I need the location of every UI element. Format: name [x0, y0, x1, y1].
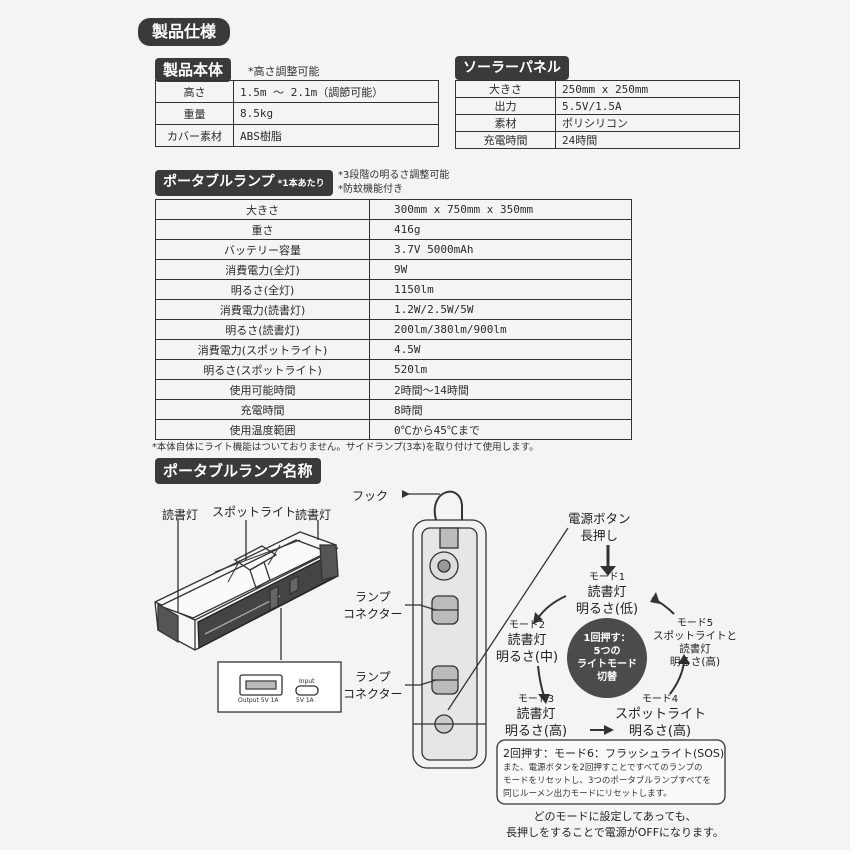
mode-box-text: また、電源ボタンを2回押すことですべてのランプの モードをリセットし、3つのポー… [503, 763, 712, 799]
label-spotlight: スポットライト [212, 505, 297, 519]
tall-lamp-drawing [412, 490, 487, 769]
portable-lamp-footnote: *本体自体にライト機能はついておりません。サイドランプ(3本)を取り付けて使用し… [152, 442, 539, 453]
table-row: 素材ポリシリコン [455, 114, 740, 132]
portable-lamp-title: ポータブルランプ*1本あたり [155, 170, 333, 196]
table-row: 消費電力(スポットライト)4.5W [155, 339, 632, 360]
mode-box-title: 2回押す：モード6：フラッシュライト(SOS) [503, 747, 725, 760]
label-port-input-top: Input [299, 678, 315, 685]
section-title: 製品仕様 [138, 18, 231, 46]
table-row: 明るさ(スポットライト)520lm [155, 359, 632, 380]
label-reading-left: 読書灯 [162, 508, 199, 522]
table-row: 消費電力(読書灯)1.2W/2.5W/5W [155, 299, 632, 320]
mode-center-circle [567, 618, 647, 698]
label-connector-1: ランプ コネクター [343, 590, 403, 621]
portable-lamp-note-1: *3段階の明るさ調整可能 [338, 170, 450, 181]
bottom-line-2: 長押しをすることで電源がOFFになります。 [506, 826, 724, 839]
bottom-line-1: どのモードに設定してあっても、 [533, 810, 697, 823]
label-reading-right: 読書灯 [295, 508, 332, 522]
label-hook: フック [352, 489, 389, 503]
label-port-output: Output 5V 1A [238, 697, 279, 704]
names-section-title: ポータブルランプ名称 [155, 458, 321, 484]
table-row: 消費電力(全灯)9W [155, 259, 632, 280]
table-row: 明るさ(全灯)1150lm [155, 279, 632, 300]
label-connector-2: ランプ コネクター [343, 670, 403, 701]
solar-panel-title: ソーラーパネル [455, 56, 569, 80]
label-power-button: 電源ボタン 長押し [568, 511, 631, 543]
lamp-body-drawing [154, 531, 339, 651]
portable-lamp-note-2: *防蚊機能付き [338, 184, 403, 195]
body-unit-title: 製品本体 [155, 58, 232, 82]
body-unit-note: *高さ調整可能 [248, 65, 320, 78]
mode-center-text: 1回押す： 5つの ライトモード 切替 [577, 633, 637, 683]
label-port-input: 5V 1A [296, 697, 314, 704]
